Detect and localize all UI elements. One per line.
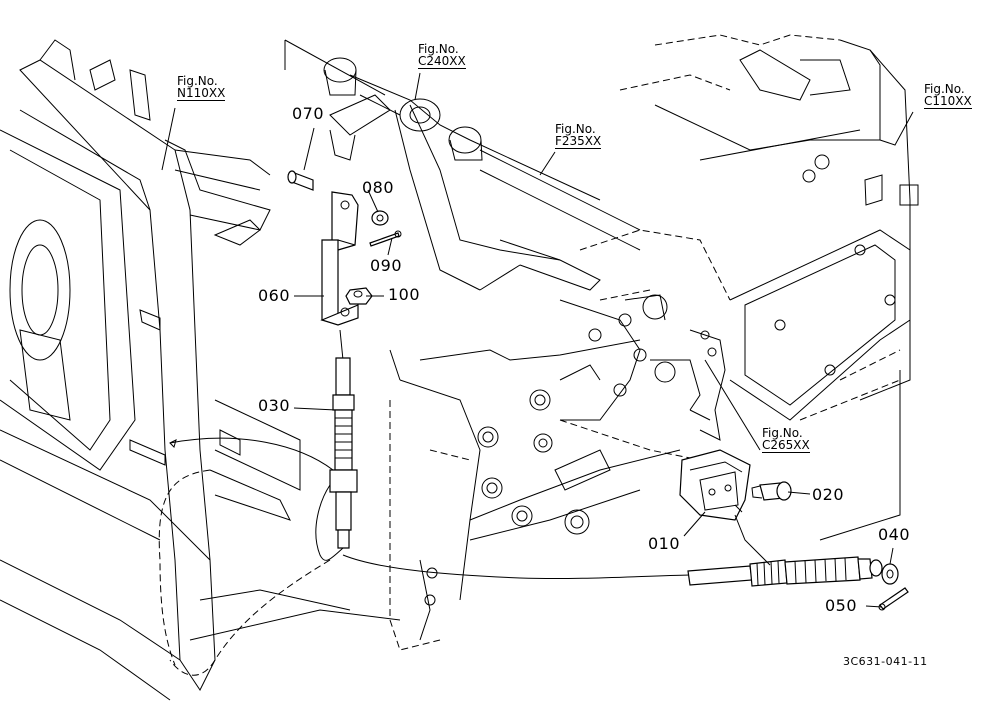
part-label-020: 020 (812, 485, 845, 504)
pedal-assembly (284, 39, 641, 291)
cable-routing (158, 437, 691, 676)
cotter-pin-050 (878, 587, 909, 611)
cotter-pin-090 (369, 230, 402, 247)
part-label-080: 080 (362, 178, 395, 197)
transmission-case (389, 294, 726, 651)
bracket-010 (679, 449, 751, 521)
part-label-060: 060 (258, 286, 291, 305)
fig-ref-f235: Fig.No. F235XX (555, 122, 602, 149)
fig-ref-c265-code: C265XX (762, 438, 810, 453)
washer-080 (371, 210, 389, 226)
part-label-050: 050 (825, 596, 858, 615)
part-label-010: 010 (648, 534, 681, 553)
fig-ref-n110-prefix: Fig.No. (177, 74, 218, 88)
fig-ref-c240: Fig.No. C240XX (418, 43, 466, 69)
cable-end-030 (329, 329, 358, 549)
fig-ref-c240-code: C240XX (418, 54, 466, 69)
fig-ref-f235-prefix: Fig.No. (555, 122, 596, 136)
clevis-rod-060 (320, 191, 359, 326)
part-label-090: 090 (370, 256, 403, 275)
fig-ref-f235-code: F235XX (555, 134, 602, 149)
cable-end-right (687, 514, 883, 587)
leader-lines (161, 72, 914, 608)
part-label-030: 030 (258, 396, 291, 415)
fig-ref-c110: Fig.No. C110XX (924, 83, 972, 109)
drawing-code: 3C631-041-11 (843, 655, 928, 668)
pin-070 (287, 170, 314, 191)
washer-040 (881, 563, 899, 585)
fig-ref-n110-code: N110XX (177, 86, 226, 101)
fig-ref-c240-prefix: Fig.No. (418, 42, 459, 56)
fig-ref-c265: Fig.No. C265XX (762, 427, 810, 453)
part-label-040: 040 (878, 525, 911, 544)
bolt-020 (751, 481, 792, 501)
fig-ref-c110-prefix: Fig.No. (924, 82, 965, 96)
part-label-100: 100 (388, 285, 421, 304)
fig-ref-c265-prefix: Fig.No. (762, 426, 803, 440)
left-frame-assembly (0, 39, 401, 701)
nut-100 (345, 287, 373, 305)
fig-ref-n110: Fig.No. N110XX (177, 74, 226, 101)
fig-ref-c110-code: C110XX (924, 94, 972, 109)
right-housing (579, 34, 919, 421)
part-label-070: 070 (292, 104, 325, 123)
